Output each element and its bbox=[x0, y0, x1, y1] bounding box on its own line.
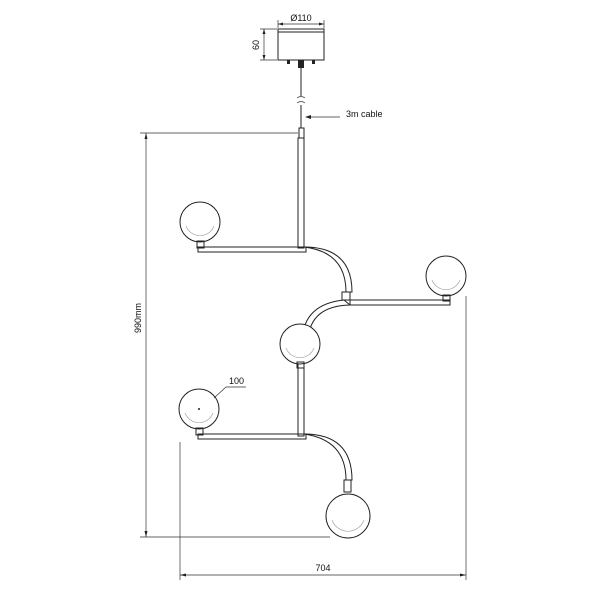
width-dimension: 704 bbox=[179, 296, 467, 580]
globe-5 bbox=[325, 493, 371, 539]
arm-upper-left bbox=[197, 246, 307, 253]
curve-lower bbox=[303, 433, 353, 481]
main-stem bbox=[297, 137, 305, 249]
fixture-frame bbox=[197, 137, 451, 493]
middle-stem bbox=[297, 361, 305, 437]
cable-grip bbox=[298, 60, 304, 68]
canopy-diameter-dimension: Ø110 bbox=[277, 13, 325, 28]
curve-upper bbox=[303, 246, 353, 293]
globe-1 bbox=[179, 201, 221, 249]
globe-3 bbox=[279, 323, 321, 369]
cable-annotation: 3m cable bbox=[305, 109, 383, 119]
canopy-body bbox=[277, 28, 325, 61]
globe-diameter-label: 100 bbox=[229, 376, 244, 386]
cable-connector bbox=[298, 127, 305, 139]
arm-right bbox=[349, 299, 451, 306]
globe-diameter-annotation: 100 bbox=[213, 376, 246, 399]
total-height-label: 990mm bbox=[133, 303, 143, 333]
canopy-diameter-label: Ø110 bbox=[290, 13, 311, 23]
total-width-label: 704 bbox=[315, 563, 330, 573]
canopy-height-dimension: 60 bbox=[251, 28, 277, 61]
arm-lower-left bbox=[197, 433, 307, 440]
canopy-screw-left bbox=[287, 60, 290, 64]
canopy bbox=[277, 28, 325, 68]
canopy-screw-right bbox=[312, 60, 315, 64]
joint-lower bbox=[343, 479, 352, 493]
globe-4 bbox=[178, 388, 220, 436]
joint-upper bbox=[341, 291, 351, 301]
globe-2 bbox=[425, 255, 467, 302]
cable-note-label: 3m cable bbox=[346, 109, 383, 119]
suspension-cable bbox=[296, 68, 306, 139]
height-dimension: 990mm bbox=[133, 132, 330, 538]
canopy-height-label: 60 bbox=[251, 40, 261, 50]
